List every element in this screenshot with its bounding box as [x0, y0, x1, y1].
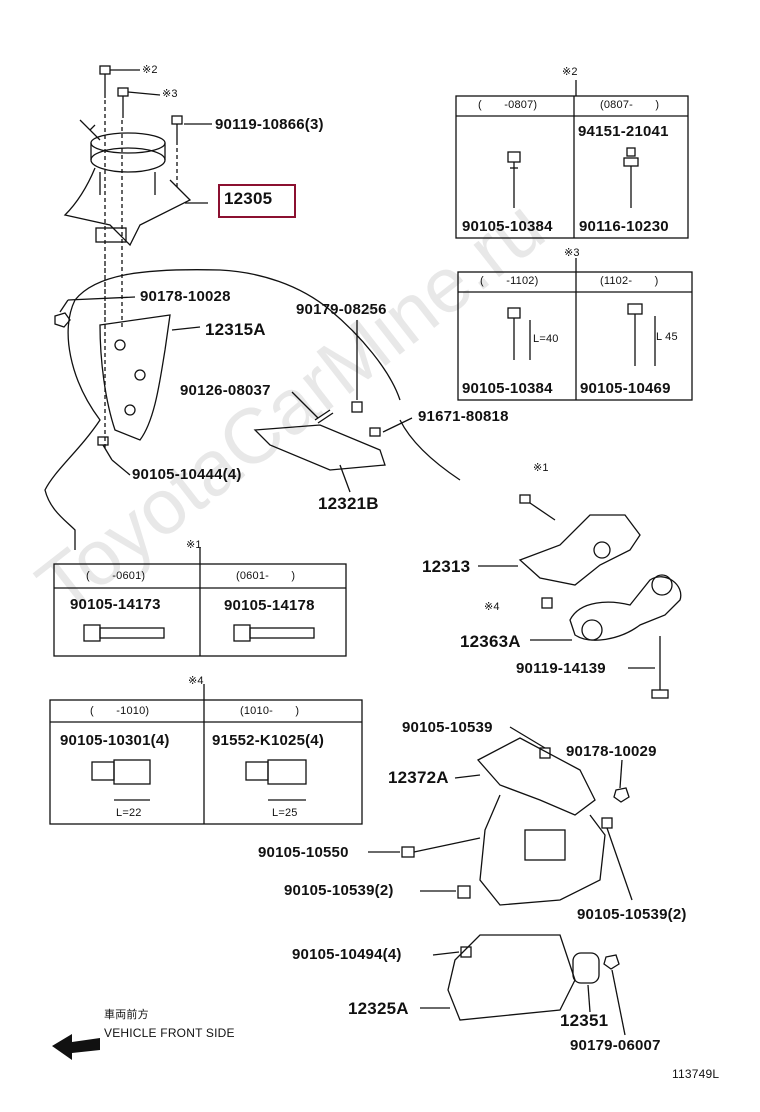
part-90105-10539-a[interactable]: 90105-10539: [402, 719, 493, 736]
table2-part-a[interactable]: 90105-10384: [462, 218, 553, 235]
tables-grid: [49, 80, 693, 825]
bolt-drawing: [99, 65, 111, 75]
part-12321B[interactable]: 12321B: [318, 494, 379, 513]
table1-part-a[interactable]: 90105-14173: [70, 596, 161, 613]
part-90105-10539-c[interactable]: 90105-10539(2): [577, 906, 687, 923]
part-12372A[interactable]: 12372A: [388, 768, 449, 787]
table2-part-b2[interactable]: 90116-10230: [579, 218, 669, 235]
table3-part-a[interactable]: 90105-10384: [462, 380, 553, 397]
part-12315A[interactable]: 12315A: [205, 320, 266, 339]
table4-header-1: ( -1010): [90, 705, 150, 717]
part-12325A[interactable]: 12325A: [348, 999, 409, 1018]
bracket-12372A-drawing: [476, 737, 596, 816]
table4-header-2: (1010- ): [240, 705, 300, 717]
table4-length-b: L=25: [272, 807, 298, 819]
bracket-12315A-drawing: [99, 314, 171, 441]
part-90105-10539-b[interactable]: 90105-10539(2): [284, 882, 394, 899]
bracket-12313-drawing: [518, 514, 641, 586]
table2-header-2: (0807- ): [600, 99, 660, 111]
part-12363A[interactable]: 12363A: [460, 632, 521, 651]
note-1-right: ※1: [533, 462, 549, 474]
part-90105-10494[interactable]: 90105-10494(4): [292, 946, 402, 963]
front-side-jp: 車両前方: [104, 1009, 149, 1021]
part-90105-10444[interactable]: 90105-10444(4): [132, 466, 242, 483]
table1-header-2: (0601- ): [236, 570, 296, 582]
part-90179-06007[interactable]: 90179-06007: [570, 1037, 661, 1054]
part-90178-10028[interactable]: 90178-10028: [140, 288, 231, 305]
note-4-right: ※4: [484, 601, 500, 613]
part-12351[interactable]: 12351: [560, 1011, 609, 1030]
part-90178-10029[interactable]: 90178-10029: [566, 743, 657, 760]
diagram-id: 113749L: [672, 1067, 720, 1081]
part-90105-10550[interactable]: 90105-10550: [258, 844, 349, 861]
part-90126-08037[interactable]: 90126-08037: [180, 382, 271, 399]
table3-header-2: (1102- ): [600, 275, 659, 287]
part-90179-08256[interactable]: 90179-08256: [296, 301, 387, 318]
table3-length-a: L=40: [533, 333, 559, 345]
note-3-table: ※3: [564, 247, 580, 259]
note-2-table: ※2: [562, 66, 578, 78]
part-90119-14139[interactable]: 90119-14139: [516, 660, 606, 677]
table3-part-b[interactable]: 90105-10469: [580, 380, 671, 397]
part-12305[interactable]: 12305: [224, 189, 273, 208]
part-12313[interactable]: 12313: [422, 557, 471, 576]
front-arrow: [52, 1034, 100, 1060]
part-91671-80818[interactable]: 91671-80818: [418, 408, 509, 425]
table3-length-b: L 45: [656, 331, 678, 343]
mount-12305-drawing: [63, 119, 192, 247]
note-2-top: ※2: [142, 64, 158, 76]
table1-header-1: ( -0601): [86, 570, 146, 582]
part-90119-10866[interactable]: 90119-10866(3): [215, 116, 324, 133]
table1-part-b[interactable]: 90105-14178: [224, 597, 315, 614]
note-3-top: ※3: [162, 88, 178, 100]
table4-part-b[interactable]: 91552-K1025(4): [212, 732, 325, 749]
table2-part-b1[interactable]: 94151-21041: [578, 123, 669, 140]
table2-header-1: ( -0807): [478, 99, 538, 111]
table3-header-1: ( -1102): [480, 275, 539, 287]
bushing-12351-drawing: [572, 952, 600, 984]
engine-outline: [44, 269, 401, 550]
engine-outline-2: [399, 419, 461, 481]
table4-part-a[interactable]: 90105-10301(4): [60, 732, 170, 749]
highlight-12305: [218, 184, 296, 218]
mount-12363A-drawing: [569, 576, 682, 641]
bracket-12325A-drawing: [447, 934, 576, 1021]
note-4-table: ※4: [188, 675, 204, 687]
front-side-en: VEHICLE FRONT SIDE: [104, 1026, 235, 1040]
note-1-table: ※1: [186, 539, 202, 551]
table4-length-a: L=22: [116, 807, 142, 819]
bracket-12321B-drawing: [253, 424, 386, 471]
